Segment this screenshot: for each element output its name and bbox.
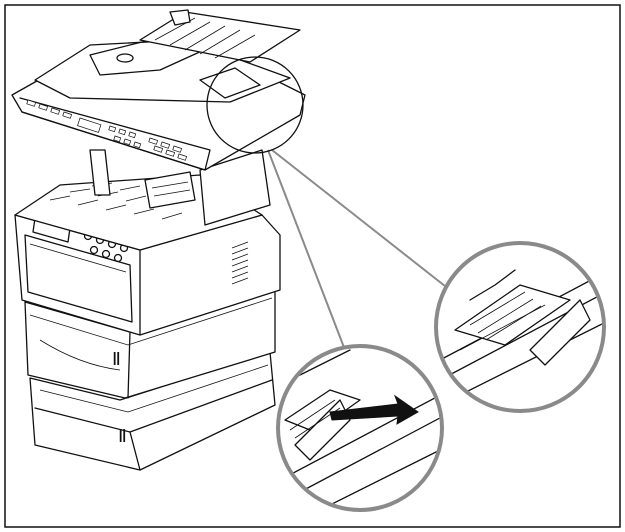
arrow-icon (329, 394, 419, 425)
guide-slot-right (454, 284, 571, 346)
feeder-input-area (89, 39, 216, 76)
lower-cassette (29, 351, 276, 471)
upper-tray-label: Ⅱ (112, 349, 121, 369)
guide-flap-right (529, 299, 591, 366)
figure-border (4, 4, 621, 528)
output-bracket (144, 171, 196, 209)
callout-line-left (267, 149, 346, 351)
scanner-stand-left (89, 149, 111, 196)
detail-view-right (434, 241, 606, 413)
side-vent (231, 241, 249, 285)
detail-view-left (276, 344, 444, 512)
scanner-stand-right (199, 149, 271, 226)
detail-circle-left (276, 344, 444, 512)
guide-slot-left (284, 389, 361, 433)
feeder-tray-stop (169, 9, 191, 26)
svg-text:Ⅱ: Ⅱ (118, 426, 127, 446)
panel-display (77, 117, 102, 133)
control-panel (26, 99, 188, 161)
callout-line-right (271, 149, 451, 291)
svg-text:Ⅱ: Ⅱ (112, 349, 121, 369)
front-door (24, 234, 133, 323)
feeder-roller (116, 53, 134, 63)
printer: Ⅱ Ⅱ (11, 9, 306, 471)
lower-tray-label: Ⅱ (118, 426, 127, 446)
document-guide (199, 67, 261, 99)
highlight-circle (206, 56, 304, 154)
